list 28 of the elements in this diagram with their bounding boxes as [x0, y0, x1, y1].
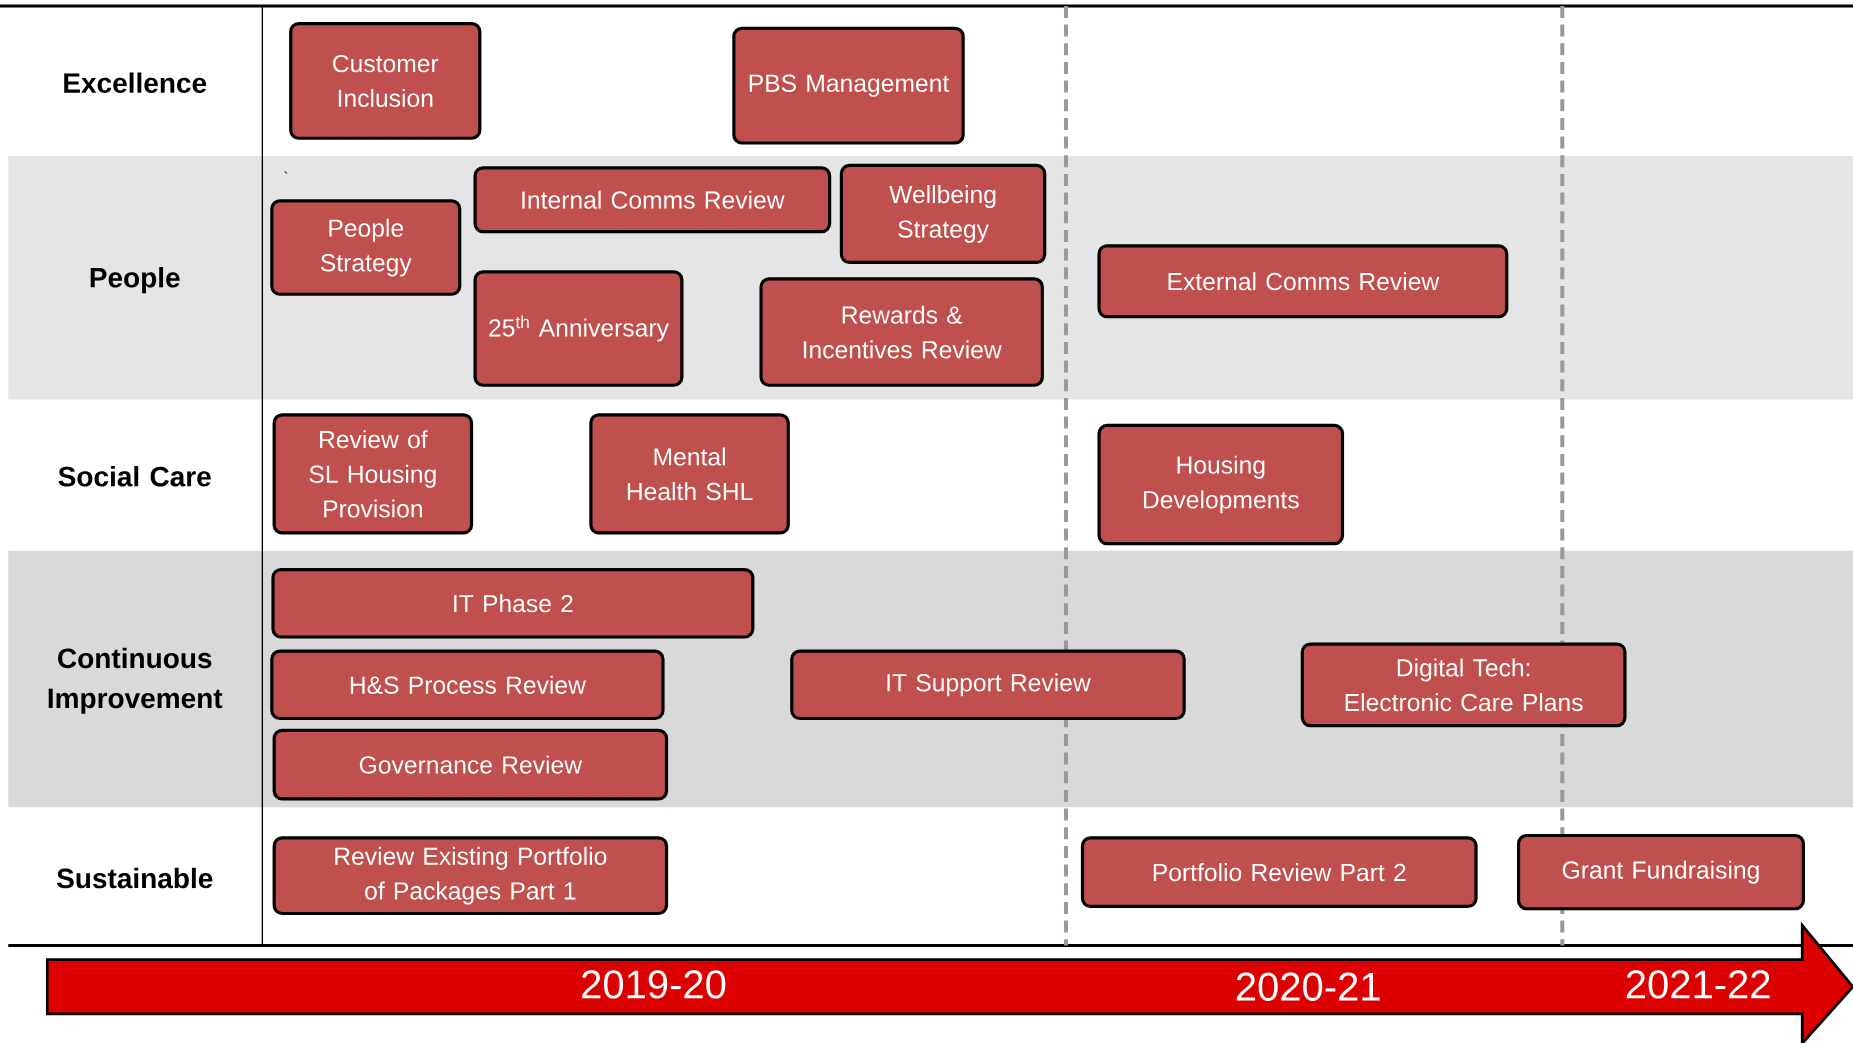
row-heading: Sustainable	[56, 867, 213, 889]
task-box: IT Phase 2	[271, 567, 755, 639]
task-box: Review Existing Portfolio of Packages Part 1	[272, 836, 669, 915]
task-box: IT Support Review	[790, 649, 1186, 720]
row-heading: People	[90, 266, 180, 293]
task-box: 25$^{th}$ Anniversary	[473, 269, 684, 387]
task-box: Housing Developments	[1097, 423, 1345, 545]
task-box: Grant Fundraising	[1516, 833, 1805, 911]
task-box: Governance Review	[272, 728, 669, 801]
task-box: Wellbeing Strategy	[839, 163, 1047, 264]
task-box: Customer Inclusion	[289, 21, 482, 140]
year-label: 2021-22	[1626, 970, 1770, 999]
task-box: Internal Comms Review	[473, 166, 832, 233]
row-heading: Social Care	[58, 465, 211, 487]
task-box: PBS Management	[732, 26, 965, 145]
row-heading: Excellence	[64, 72, 207, 93]
row-heading: Continuous Improvement	[48, 647, 223, 714]
task-box: Digital Tech: Electronic Care Plans	[1300, 642, 1627, 727]
task-box: Rewards & Incentives Review	[759, 277, 1044, 387]
year-label: 2020-21	[1236, 972, 1380, 1001]
year-label: 2019-20	[582, 970, 726, 999]
stray-mark: `	[284, 171, 288, 174]
task-box: External Comms Review	[1097, 243, 1509, 319]
task-box: Mental Health SHL	[589, 412, 790, 535]
task-box: Portfolio Review Part 2	[1080, 836, 1478, 908]
task-box: H&S Process Review	[270, 649, 665, 720]
task-box: Review of SL Housing Provision	[272, 412, 474, 535]
task-box: People Strategy	[270, 199, 462, 296]
